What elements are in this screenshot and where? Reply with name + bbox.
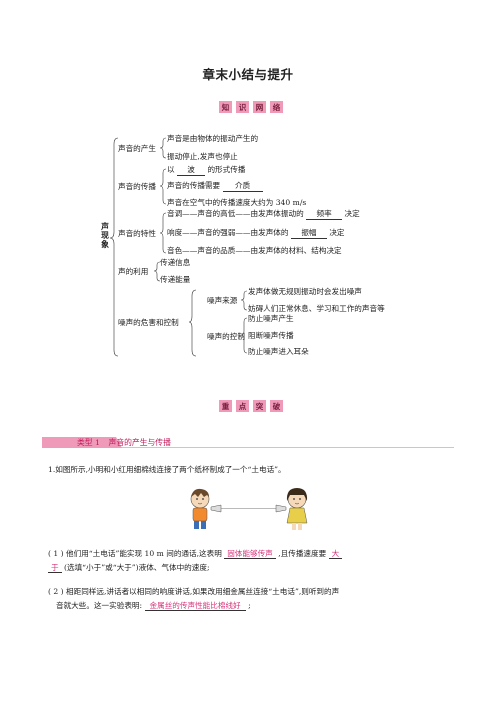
text: 声音的传播需要 [167,181,221,190]
question-stem: 1.如图所示,小明和小红用细棉线连接了两个纸杯制成了一个“土电话”。 [48,465,286,474]
mindmap-propagate-item2: 声音的传播需要 介质 [167,181,263,192]
mindmap-noise-label: 噪声的危害和控制 [118,318,179,327]
text: 决定 [344,209,360,218]
mindmap-traits-pitch: 音调——声音的高低——由发声体振动的 频率 决定 [167,209,360,220]
mindmap-traits-loudness: 响度——声音的强弱——由发声体的 振幅 决定 [167,228,345,239]
banner-char: 知 [219,101,232,113]
mindmap-propagate-label: 声音的传播 [118,182,156,191]
banner-char: 突 [253,400,266,412]
question-part-2: ( 2 ) 相距同样远,讲话者以相同的响度讲话,如果改用细金属丝连接“土电话”,… [48,586,339,597]
mindmap-produce-item: 声音是由物体的振动产生的 [167,134,259,143]
mindmap-noise-control-label: 噪声的控制 [207,332,245,341]
text: (选填“小于”或“大于”)液体、气体中的速度; [64,563,210,572]
mindmap-root-label: 声现象 [101,222,109,249]
banner-char: 识 [236,101,249,113]
mindmap-use-item: 传递能量 [160,275,191,284]
question-part-1-cont: 于 (选填“小于”或“大于”)液体、气体中的速度; [48,562,210,573]
mindmap-produce-item: 振动停止,发声也停止 [167,152,238,161]
answer: 于 [48,563,62,573]
question-part-2-cont: 音就大些。这一实验表明: 金属丝的传声性能比棉线好 ; [56,600,251,611]
answer: 大 [328,549,343,559]
mindmap-use-label: 声的利用 [118,267,149,276]
text: 他们用“土电话”能实现 10 m 间的通话,这表明 [66,549,222,558]
mindmap-propagate-item3: 声音在空气中的传播速度大约为 340 m/s [167,198,307,207]
banner-char: 重 [219,400,232,412]
type-heading-bar [42,437,454,448]
answer-blank: 振幅 [290,228,327,239]
mindmap-noise-source-item: 发声体做无规则振动时会发出噪声 [248,287,362,296]
type-number: 类型 1 [77,438,101,447]
answer-blank: 波 [177,165,206,176]
section-banner-key-points: 重 点 突 破 [219,400,283,412]
mindmap-noise-control-item: 防止噪声进入耳朵 [248,347,309,356]
banner-char: 点 [236,400,249,412]
text: 响度——声音的强弱——由发声体的 [167,228,289,237]
text: 音调——声音的高低——由发声体振动的 [167,209,304,218]
mindmap-traits-label: 声音的特性 [118,229,156,238]
text: 的形式传播 [207,165,246,174]
text: 相距同样远,讲话者以相同的响度讲话,如果改用细金属丝连接“土电话”,则听到的声 [66,587,340,596]
part-number: ( 1 ) [48,549,64,558]
mindmap-noise-source-item: 妨碍人们正常休息、学习和工作的声音等 [248,304,385,313]
mindmap-noise-control-item: 防止噪声产生 [248,314,294,323]
banner-char: 网 [253,101,266,113]
banner-char: 破 [270,400,283,412]
mindmap-propagate-item1: 以 波 的形式传播 [167,165,245,176]
answer-blank: 介质 [222,181,263,192]
text: 音就大些。这一实验表明: [56,601,143,610]
banner-char: 络 [270,101,283,113]
mindmap-use-item: 传递信息 [160,258,191,267]
text: 决定 [329,228,345,237]
mindmap-traits-timbre: 音色——声音的品质——由发声体的材料、结构决定 [167,246,342,255]
text: ,且传播速度要 [278,549,327,558]
type-title: 声音的产生与传播 [108,438,171,447]
mindmap-noise-source-label: 噪声来源 [207,296,238,305]
mindmap-root: 声现象 [101,222,111,249]
section-banner-knowledge-network: 知 识 网 络 [219,101,283,113]
tin-can-phone-illustration [190,488,308,530]
question-part-1: ( 1 ) 他们用“土电话”能实现 10 m 间的通话,这表明 固体能够传声 ,… [48,548,343,559]
answer: 固体能够传声 [224,549,276,559]
answer-blank: 频率 [306,209,343,220]
mindmap-noise-control-item: 阻断噪声传播 [248,331,294,340]
part-number: ( 2 ) [48,587,64,596]
text: 以 [167,165,175,174]
page-title: 章末小结与提升 [202,67,294,82]
answer: 金属丝的传声性能比棉线好 [144,601,246,611]
mindmap-produce-label: 声音的产生 [118,144,156,153]
text: ; [248,601,251,610]
type-heading: 类型 1 声音的产生与传播 [77,437,171,448]
